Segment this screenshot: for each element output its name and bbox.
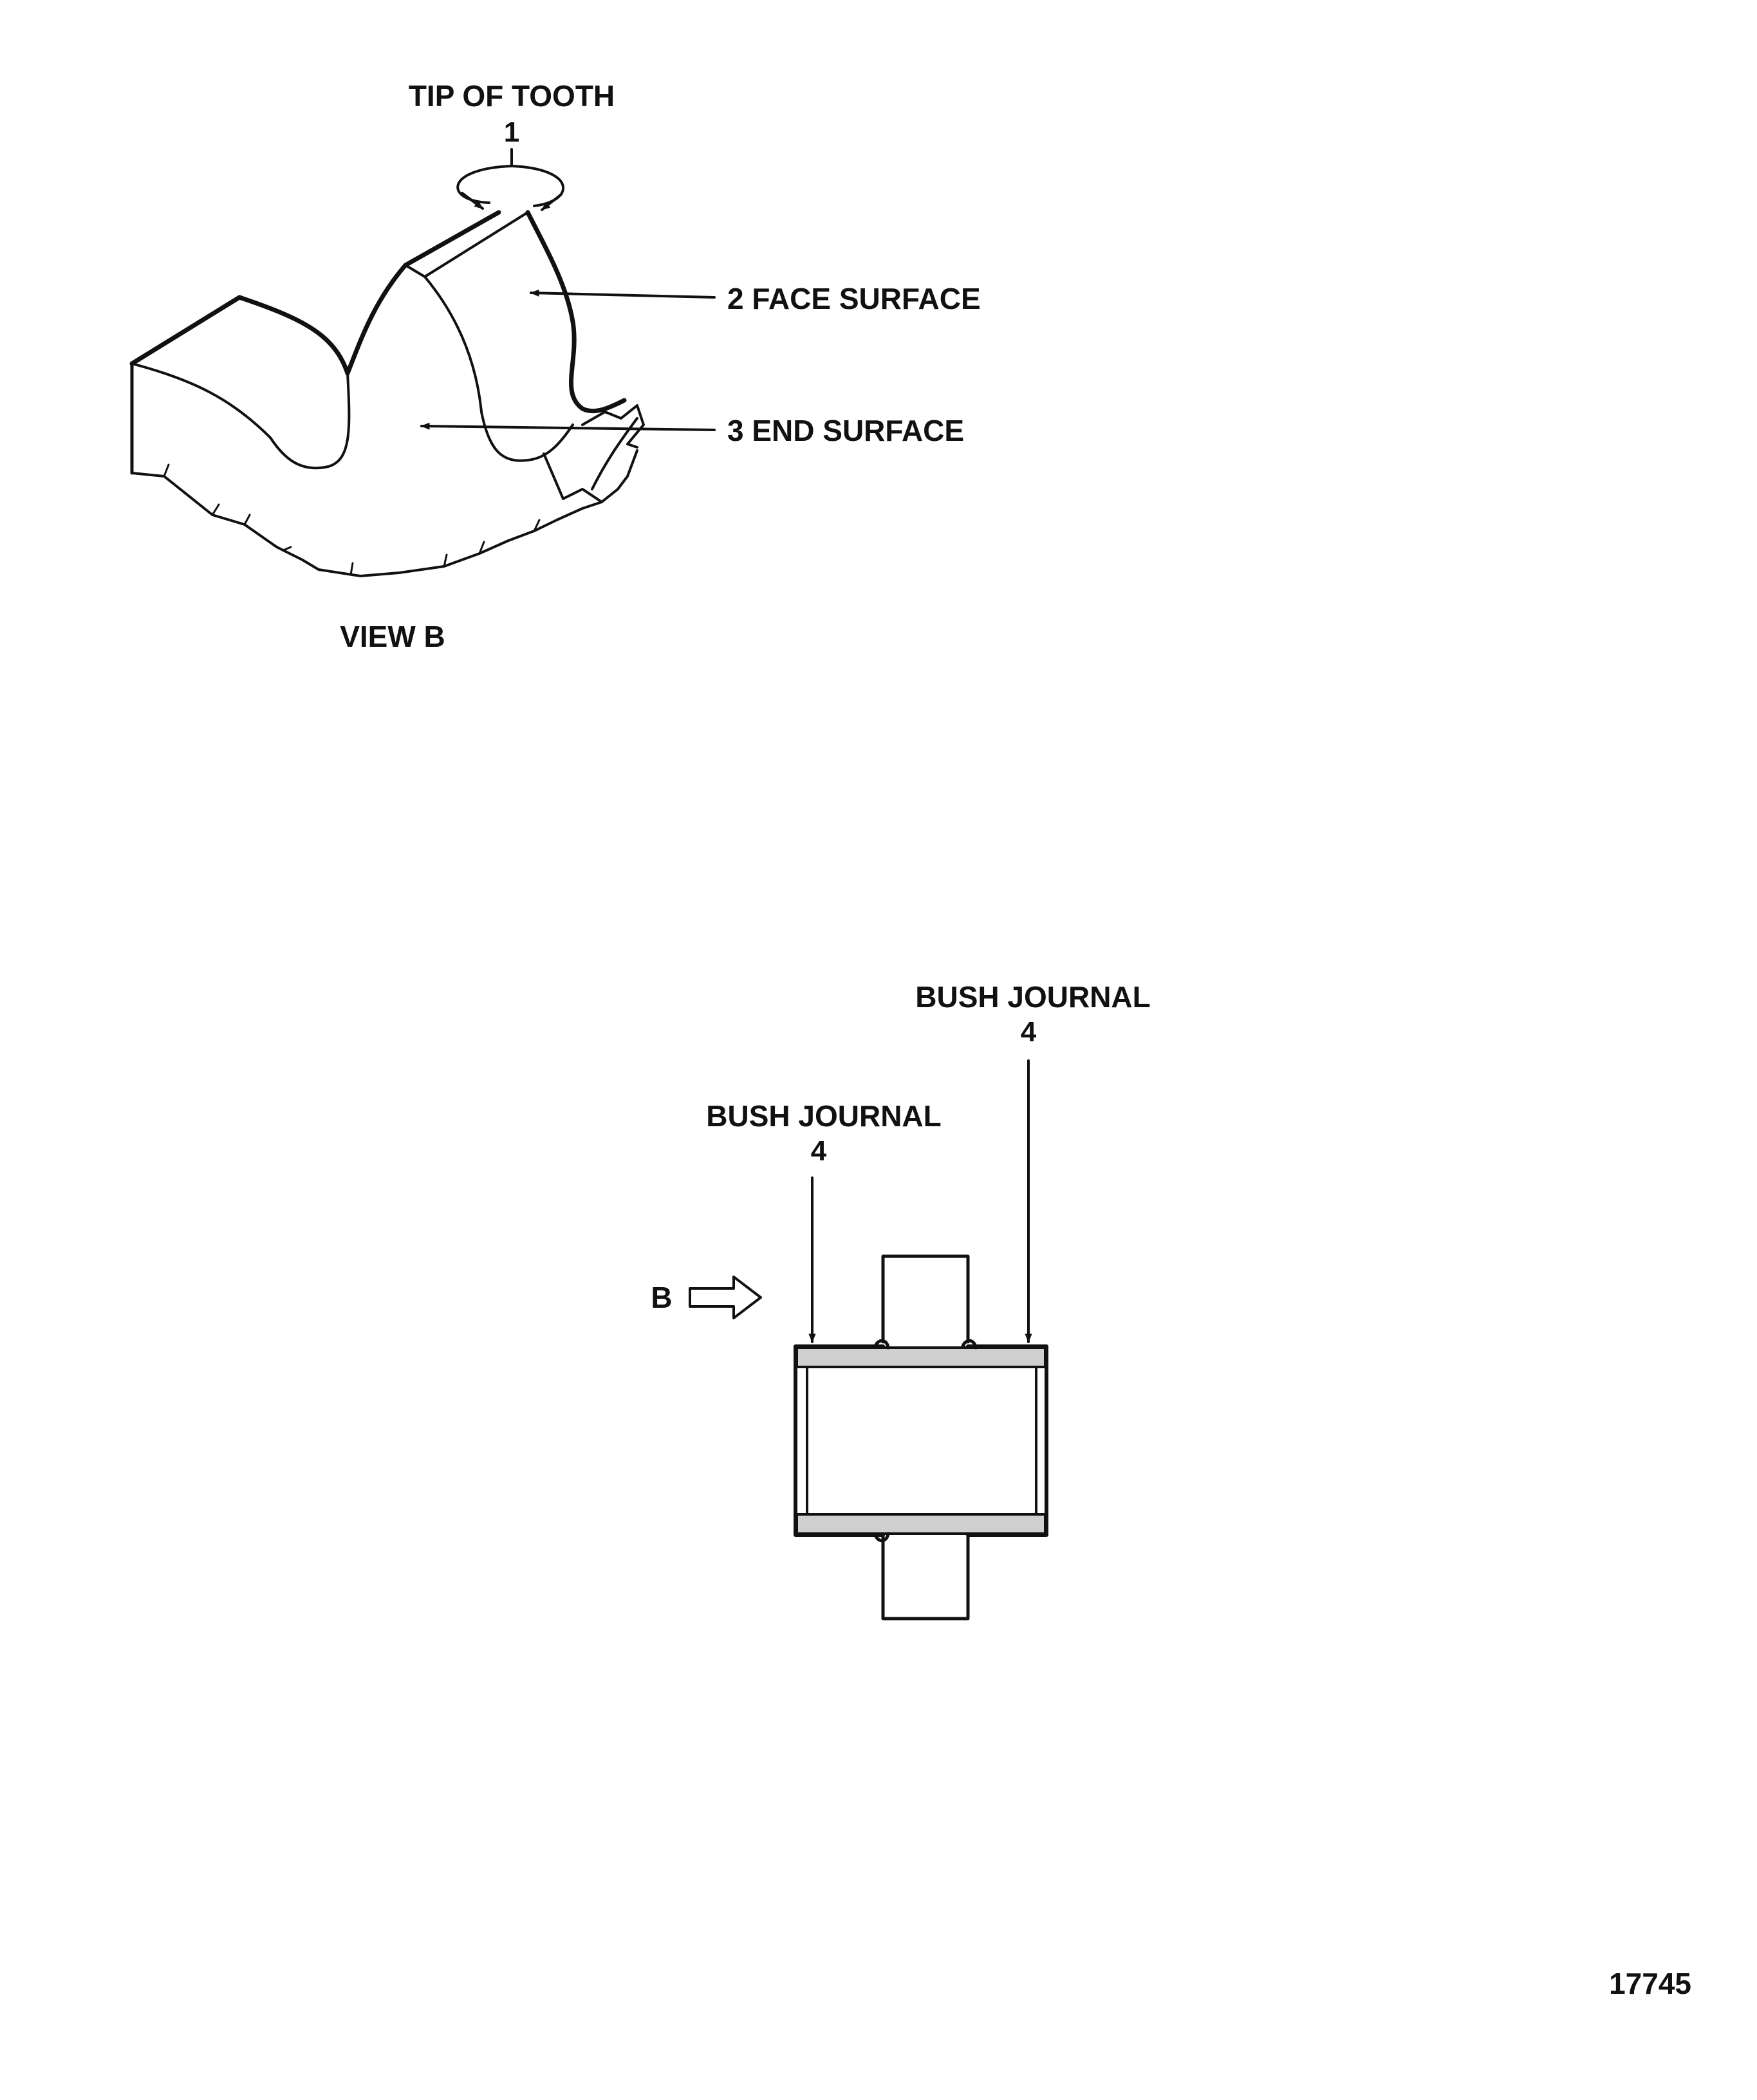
bush-journal-right-number: 4 [1021, 1016, 1037, 1048]
face-surface-leader [530, 289, 716, 299]
gear-cross-section [794, 1254, 1048, 1621]
bush-bottom-band [795, 1513, 1046, 1535]
gear-tooth-drawing [129, 210, 645, 577]
view-direction-arrow-icon [689, 1276, 762, 1319]
tip-of-tooth-number: 1 [504, 116, 519, 148]
tip-of-tooth-label: TIP OF TOOTH [409, 79, 615, 113]
view-b-caption: VIEW B [340, 620, 445, 653]
view-b-group: TIP OF TOOTH 1 [129, 79, 981, 653]
end-surface-label: 3 END SURFACE [727, 414, 964, 447]
end-surface-leader [420, 422, 716, 431]
bush-top-band [795, 1346, 1046, 1368]
bush-journal-left-label: BUSH JOURNAL [706, 1099, 941, 1133]
tip-of-tooth-leader [456, 148, 564, 211]
view-direction-letter: B [651, 1281, 672, 1314]
figure-number: 17745 [1609, 1967, 1691, 2000]
bush-section-group: BUSH JOURNAL 4 BUSH JOURNAL 4 B [651, 980, 1151, 1621]
bush-journal-left-number: 4 [811, 1135, 827, 1167]
bush-journal-right-label: BUSH JOURNAL [915, 980, 1150, 1014]
face-surface-label: 2 FACE SURFACE [727, 282, 981, 315]
